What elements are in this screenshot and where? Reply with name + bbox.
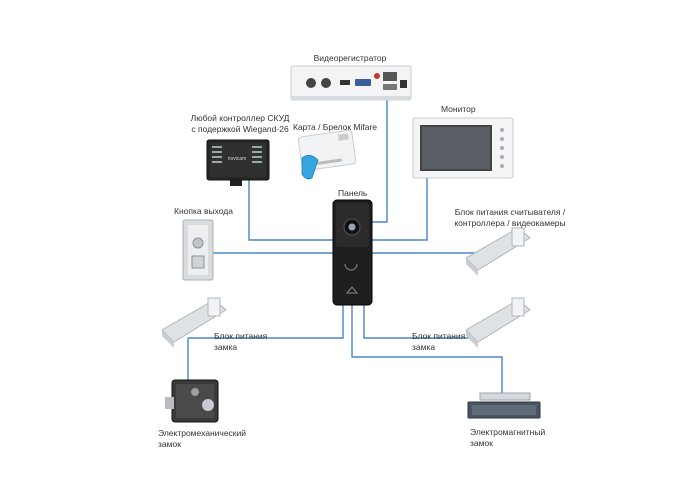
controller-brand-text: novicam [228, 156, 247, 162]
connection-lines [187, 100, 503, 393]
line-monitor-panel [372, 178, 428, 241]
line-psulock-right-panel [363, 305, 478, 339]
label-panel: Панель [338, 188, 368, 198]
dvr-device [290, 65, 412, 101]
mag-lock-device [467, 392, 541, 419]
label-psu-lock-right: Блок питания замка [412, 331, 466, 352]
label-acs-controller: Любой контроллер СКУД с подержкой Wiegan… [190, 113, 290, 134]
psu-lock-right-device [465, 297, 531, 348]
line-dvr-panel [372, 100, 388, 223]
em-lock-device [165, 379, 219, 423]
line-controller-panel [248, 180, 333, 241]
label-em-lock: Электромеханический замок [158, 428, 247, 449]
line-panel-psulock-left [188, 305, 344, 339]
monitor-device [412, 117, 514, 179]
intercom-panel-device [332, 199, 373, 306]
acs-controller-device: novicam [206, 139, 270, 186]
label-exit-button: Кнопка выхода [174, 206, 233, 216]
psu-reader-device [465, 227, 531, 276]
label-dvr: Видеорегистратор [313, 53, 387, 63]
card-keyfob-device [297, 129, 357, 180]
label-mag-lock: Электромагнитный замок [470, 427, 546, 448]
label-card: Карта / Брелок Mifare [292, 122, 378, 132]
psu-lock-left-device [161, 297, 227, 348]
exit-button-device [182, 219, 214, 281]
label-psu-lock-left: Блок питания замка [214, 331, 268, 352]
label-psu-reader: Блок питания считывателя / контроллера /… [454, 207, 566, 228]
label-monitor: Монитор [441, 104, 476, 114]
line-panel-psulock-right [351, 305, 503, 393]
